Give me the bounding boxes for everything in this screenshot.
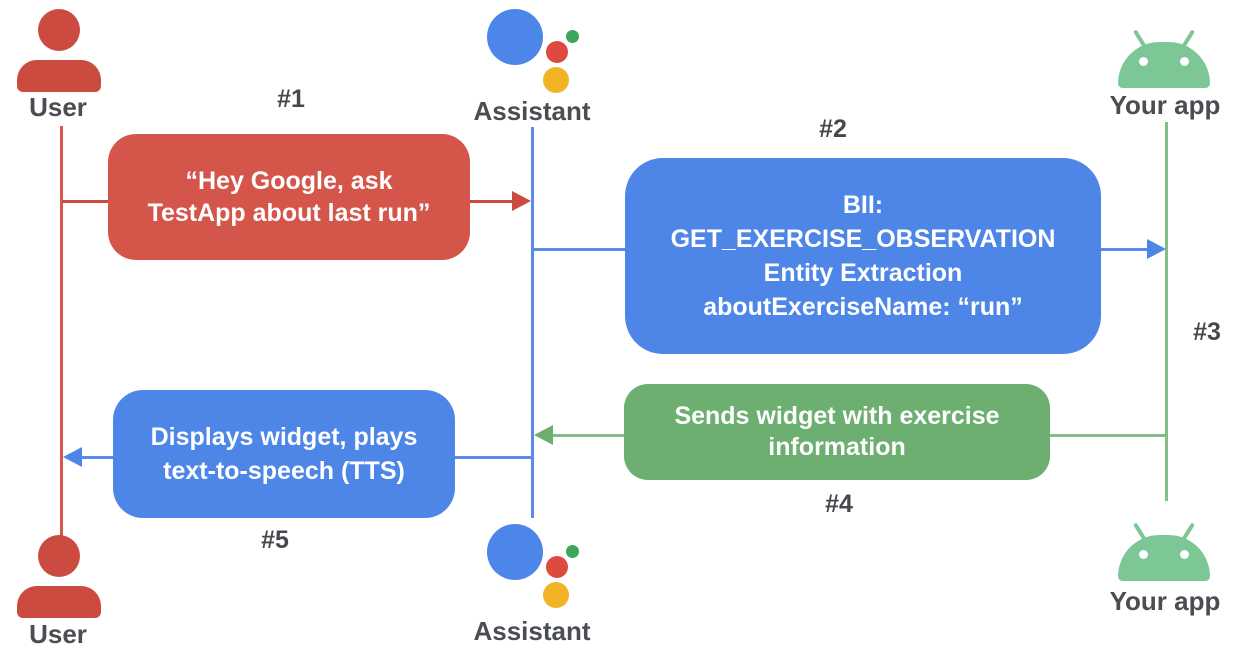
message-2-line: BII: [842, 191, 884, 219]
android-icon [1118, 522, 1210, 581]
message-4-box: Sends widget with exercise information [624, 384, 1050, 480]
assistant-lifeline [531, 127, 534, 518]
arrow-2-head-right-icon [1147, 239, 1166, 259]
assistant-green-dot [566, 30, 579, 43]
android-head [1118, 42, 1210, 88]
message-4-line: Sends widget with exercise [674, 402, 1000, 430]
actor-label-assistant-top: Assistant [473, 96, 591, 126]
arrow-5-head-left-icon [63, 447, 82, 467]
step-label-5: #5 [261, 526, 289, 554]
message-5-line: text-to-speech (TTS) [163, 457, 405, 485]
message-2-line: GET_EXERCISE_OBSERVATION [670, 225, 1056, 253]
arrow-2-line-right [1101, 248, 1147, 251]
message-2-line: aboutExerciseName: “run” [703, 293, 1023, 321]
android-eye-left [1139, 57, 1148, 66]
message-1-box: “Hey Google, ask TestApp about last run” [108, 134, 470, 260]
user-icon [17, 9, 101, 94]
arrow-2-line-left [534, 248, 625, 251]
message-1-line: TestApp about last run” [147, 199, 431, 227]
actor-label-assistant-bottom: Assistant [473, 616, 591, 646]
user-icon-head [38, 9, 80, 51]
actor-label-user-bottom: User [29, 619, 87, 649]
actor-label-yourapp-top: Your app [1109, 90, 1221, 120]
user-lifeline [60, 126, 63, 536]
arrow-4-line-left [553, 434, 624, 437]
actor-label-user-top: User [29, 92, 87, 122]
assistant-icon [487, 9, 587, 95]
assistant-yellow-circle [543, 582, 569, 608]
assistant-red-circle [546, 41, 568, 63]
step-label-2: #2 [819, 115, 847, 143]
arrow-4-head-left-icon [534, 425, 553, 445]
message-1-line: “Hey Google, ask [185, 167, 393, 195]
android-eye-right [1180, 57, 1189, 66]
arrow-5-line-left [82, 456, 113, 459]
assistant-red-circle [546, 556, 568, 578]
assistant-icon [487, 524, 587, 610]
arrow-5-line-right [455, 456, 534, 459]
user-icon-body [17, 586, 101, 618]
user-icon [17, 535, 101, 620]
step-label-3: #3 [1193, 318, 1221, 346]
message-5-line: Displays widget, plays [150, 423, 418, 451]
arrow-1-head-right-icon [512, 191, 531, 211]
user-icon-body [17, 60, 101, 92]
step-label-1: #1 [277, 85, 305, 113]
message-2-box: BII: GET_EXERCISE_OBSERVATION Entity Ext… [625, 158, 1101, 354]
assistant-yellow-circle [543, 67, 569, 93]
android-icon [1118, 29, 1210, 88]
step-label-4: #4 [825, 490, 853, 518]
actor-label-yourapp-bottom: Your app [1109, 586, 1221, 616]
android-eye-left [1139, 550, 1148, 559]
arrow-4-line-right [1050, 434, 1166, 437]
android-head [1118, 535, 1210, 581]
message-5-box: Displays widget, plays text-to-speech (T… [113, 390, 455, 518]
user-icon-head [38, 535, 80, 577]
message-2-line: Entity Extraction [763, 259, 963, 287]
assistant-green-dot [566, 545, 579, 558]
message-4-line: information [768, 433, 906, 461]
android-eye-right [1180, 550, 1189, 559]
arrow-1-line-right [470, 200, 512, 203]
yourapp-lifeline [1165, 122, 1168, 501]
arrow-1-line-left [62, 200, 108, 203]
assistant-blue-circle [487, 9, 543, 65]
assistant-blue-circle [487, 524, 543, 580]
